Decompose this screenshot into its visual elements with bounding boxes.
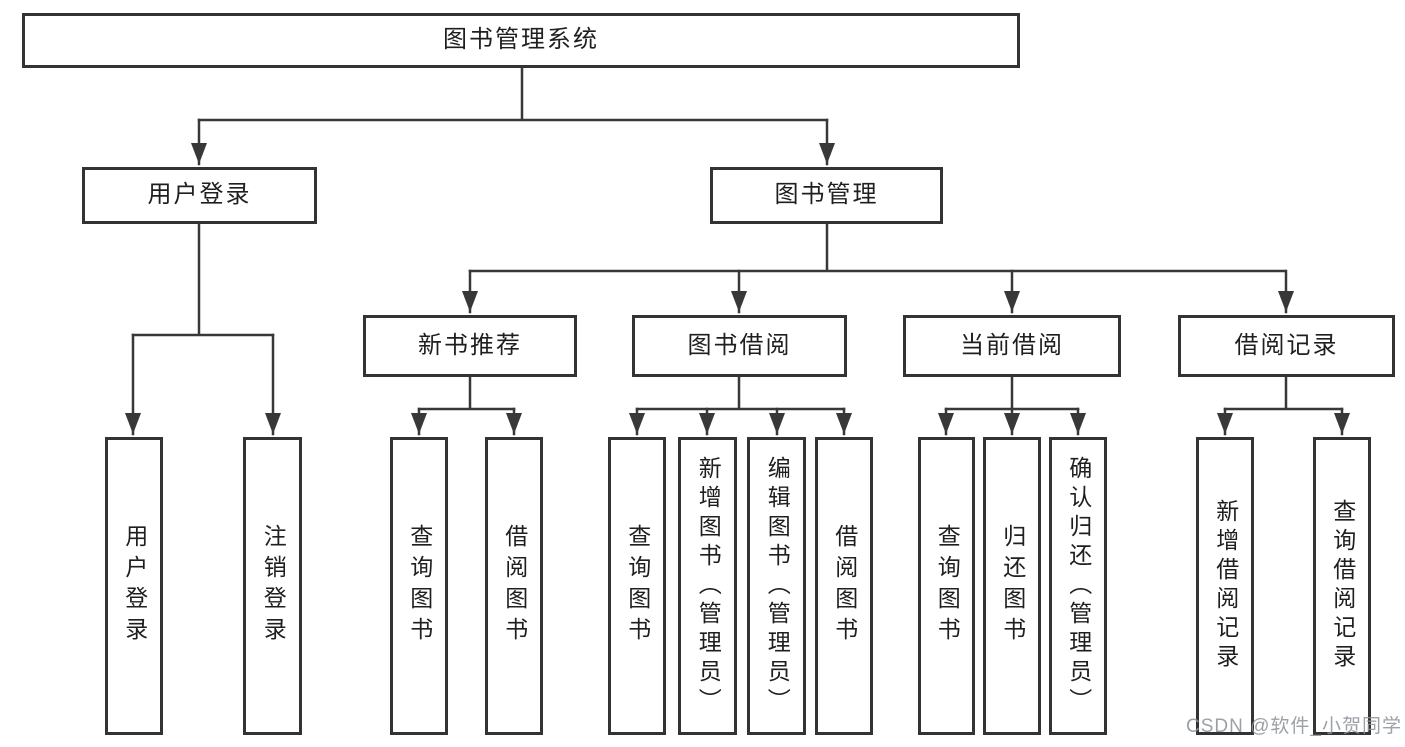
node-label: 用户登录 [147, 181, 252, 209]
leaf-query-books-current: 查询图书 [918, 437, 975, 735]
node-borrowing-records: 借阅记录 [1178, 315, 1395, 377]
node-book-borrowing: 图书借阅 [632, 315, 847, 377]
node-label: 借阅记录 [1234, 331, 1339, 359]
leaf-label: 查询借阅记录 [1329, 499, 1356, 673]
leaf-edit-book-admin: 编辑图书（管理员） [747, 437, 806, 735]
leaf-label: 注销登录 [260, 524, 287, 648]
leaf-label: 查询图书 [624, 524, 651, 648]
leaf-label: 新增借阅记录 [1212, 499, 1239, 673]
node-label: 新书推荐 [418, 331, 522, 359]
leaf-return-book: 归还图书 [983, 437, 1041, 735]
node-new-book-recommendation: 新书推荐 [363, 315, 577, 377]
csdn-watermark: CSDN @软件_小贺同学 [1186, 716, 1402, 737]
leaf-confirm-return-admin: 确认归还（管理员） [1049, 437, 1107, 735]
junction-segments [131, 66, 1344, 411]
leaf-label: 借阅图书 [831, 524, 858, 648]
leaf-label: 新增图书（管理员） [695, 455, 722, 717]
node-label: 当前借阅 [960, 331, 1064, 359]
node-label: 图书管理 [774, 181, 879, 209]
leaf-label: 编辑图书（管理员） [764, 455, 791, 717]
node-current-borrowing: 当前借阅 [903, 315, 1121, 377]
leaf-add-borrow-record: 新增借阅记录 [1196, 437, 1254, 735]
leaf-query-books-borrowing: 查询图书 [608, 437, 666, 735]
leaf-user-login: 用户登录 [105, 437, 163, 735]
node-label: 图书管理系统 [443, 26, 599, 54]
leaf-logout-login: 注销登录 [243, 437, 302, 735]
node-book-management: 图书管理 [710, 167, 943, 224]
leaf-label: 确认归还（管理员） [1065, 455, 1092, 717]
leaf-borrow-books-borrowing: 借阅图书 [815, 437, 873, 735]
node-user-login: 用户登录 [82, 167, 317, 224]
leaf-borrow-books-recommendation: 借阅图书 [485, 437, 543, 735]
leaf-label: 归还图书 [999, 524, 1026, 648]
node-library-system: 图书管理系统 [22, 13, 1020, 68]
leaf-add-book-admin: 新增图书（管理员） [678, 437, 737, 735]
leaf-label: 借阅图书 [501, 524, 528, 648]
leaf-label: 查询图书 [406, 524, 433, 648]
leaf-query-books-recommendation: 查询图书 [390, 437, 448, 735]
leaf-label: 查询图书 [934, 524, 961, 648]
leaf-query-borrow-record: 查询借阅记录 [1313, 437, 1371, 735]
leaf-label: 用户登录 [121, 524, 148, 648]
node-label: 图书借阅 [687, 331, 792, 359]
